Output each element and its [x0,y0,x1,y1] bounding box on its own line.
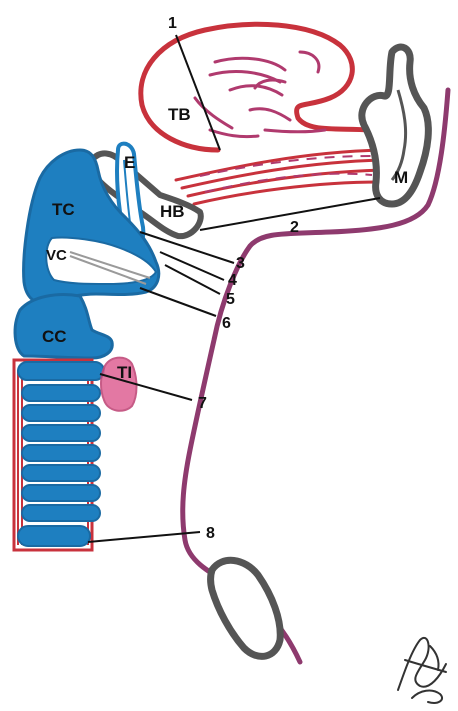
artist-signature [398,638,446,703]
number-4: 4 [228,272,237,289]
leader-1 [176,35,220,150]
label-thyroid-isthmus: TI [117,363,132,382]
leader-6 [140,288,216,316]
tracheal-rings [18,362,104,546]
number-1: 1 [168,15,177,32]
number-2: 2 [290,219,299,236]
label-epiglottis: E [124,153,135,172]
leader-5 [165,265,220,294]
number-6: 6 [222,315,231,332]
number-7: 7 [198,395,207,412]
label-cricoid-cartilage: CC [42,327,67,346]
label-thyroid-cartilage: TC [52,200,75,219]
number-5: 5 [226,291,235,308]
label-tongue-body: TB [168,105,191,124]
number-3: 3 [236,255,245,272]
label-vocal-cords: VC [46,247,67,264]
number-8: 8 [206,525,215,542]
label-hyoid-bone: HB [160,202,185,221]
manubrium-bone [211,560,281,656]
label-mandible: M [394,168,408,187]
trachea [14,360,104,550]
